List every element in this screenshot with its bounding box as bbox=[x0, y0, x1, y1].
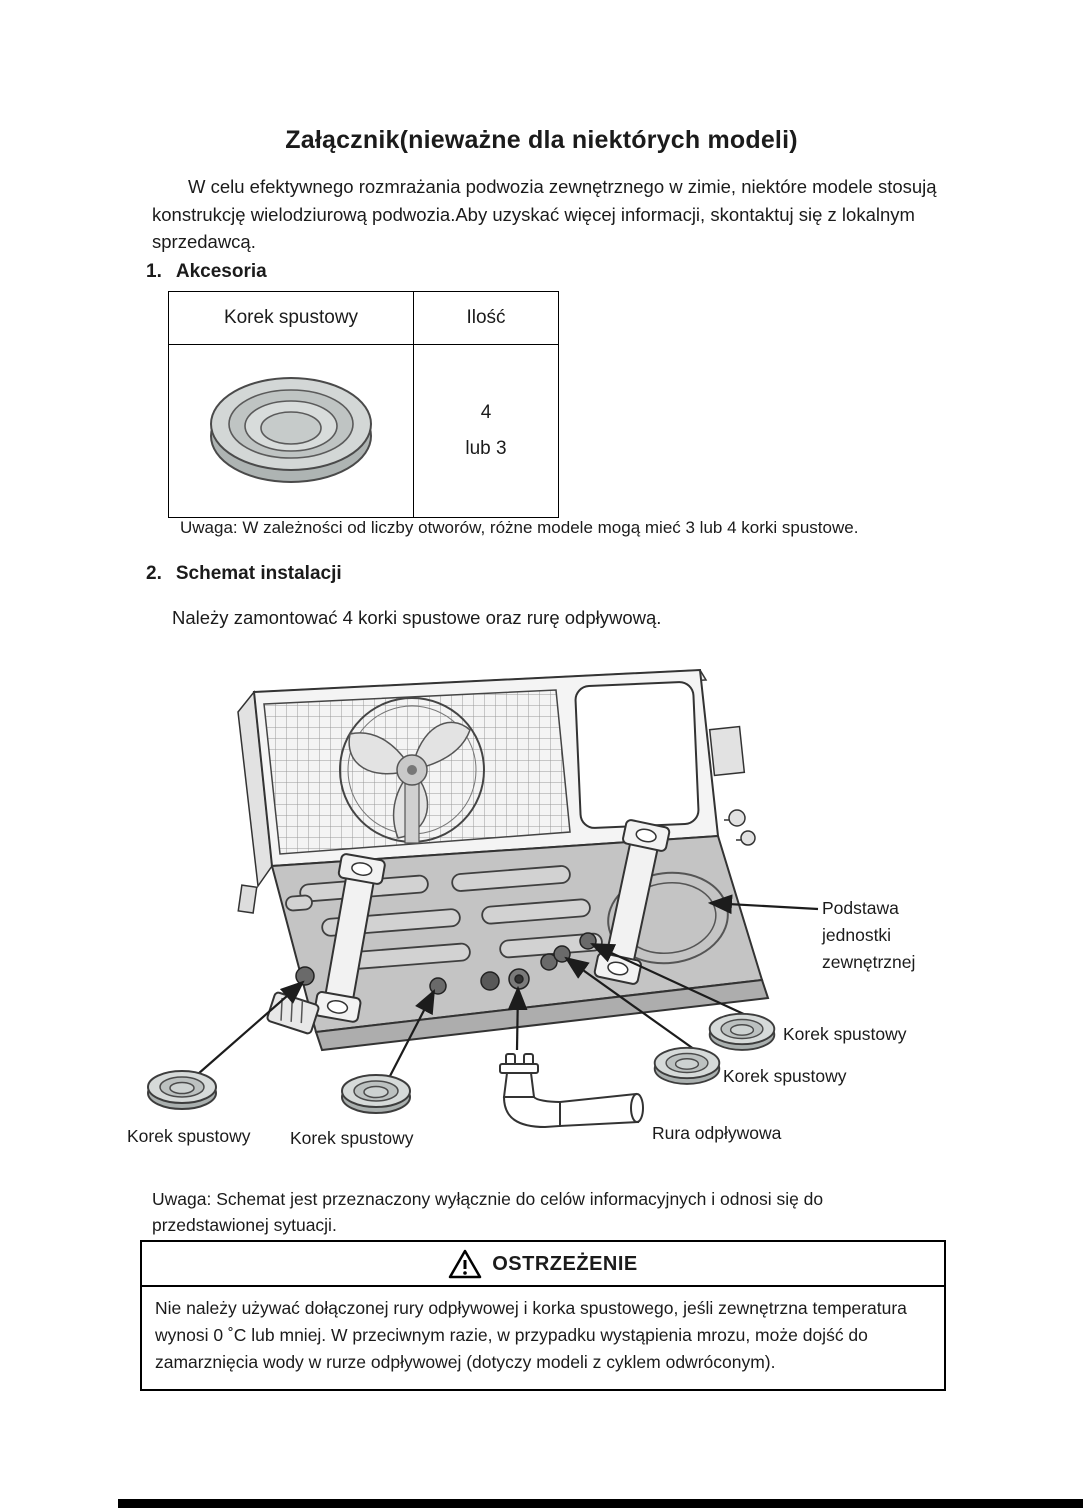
drain-holes bbox=[295, 932, 597, 995]
warning-title: OSTRZEŻENIE bbox=[492, 1252, 638, 1275]
warning-text: Nie należy używać dołączonej rury odpływ… bbox=[155, 1298, 907, 1372]
installation-instruction: Należy zamontować 4 korki spustowe oraz … bbox=[172, 607, 662, 628]
accessories-note: Uwaga: W zależności od liczby otworów, r… bbox=[180, 518, 859, 537]
warning-box: OSTRZEŻENIE Nie należy używać dołączonej… bbox=[140, 1240, 946, 1391]
diagram-note: Uwaga: Schemat jest przeznaczony wyłączn… bbox=[152, 1189, 824, 1235]
outdoor-unit-drawing bbox=[147, 668, 819, 1129]
label-drain-plug-left-inner: Korek spustowy bbox=[290, 1128, 414, 1148]
page-title: Załącznik(nieważne dla niektórych modeli… bbox=[285, 126, 798, 154]
installation-diagram: Podstawa jednostki zewnętrznej Korek spu… bbox=[0, 650, 1083, 1180]
section-label: Akcesoria bbox=[175, 261, 267, 282]
table-row: 4 lub 3 bbox=[168, 344, 559, 518]
table-header-row: Korek spustowy Ilość bbox=[168, 291, 559, 345]
unit-base bbox=[266, 819, 770, 1052]
section-label: Schemat instalacji bbox=[175, 563, 342, 584]
quantity-value: 4 bbox=[480, 402, 492, 423]
mounting-foot-left bbox=[313, 853, 386, 1023]
page-bottom-edge bbox=[118, 1499, 1083, 1508]
warning-icon bbox=[448, 1249, 482, 1279]
label-drain-plug-left-outer: Korek spustowy bbox=[127, 1126, 251, 1146]
accessories-table: Korek spustowy Ilość 4 lub 3 bbox=[168, 291, 559, 518]
intro-paragraph: W celu efektywnego rozmrażania podwozia … bbox=[152, 176, 937, 252]
callout-arrows bbox=[197, 894, 819, 1077]
warning-header: OSTRZEŻENIE bbox=[142, 1242, 944, 1287]
column-header-item: Korek spustowy bbox=[168, 291, 414, 345]
label-outdoor-unit-base: Podstawa jednostki zewnętrznej bbox=[822, 898, 916, 972]
section-heading-accessories: 1. Akcesoria bbox=[146, 261, 267, 283]
quantity-cell: 4 lub 3 bbox=[413, 344, 559, 518]
mounting-foot-right bbox=[593, 819, 671, 985]
label-drain-plug-right-upper: Korek spustowy bbox=[783, 1024, 907, 1044]
service-valves bbox=[708, 725, 756, 846]
label-drain-pipe: Rura odpływowa bbox=[652, 1123, 782, 1143]
section-heading-installation: 2. Schemat instalacji bbox=[146, 563, 342, 585]
drain-plug-grommet-icon bbox=[210, 376, 372, 483]
fan bbox=[339, 697, 485, 844]
column-header-quantity: Ilość bbox=[413, 291, 559, 345]
unit-body bbox=[237, 668, 756, 914]
quantity-alt-value: lub 3 bbox=[465, 438, 507, 459]
drain-pipe bbox=[499, 1053, 644, 1129]
section-number: 2. bbox=[146, 563, 162, 584]
label-drain-plug-right-lower: Korek spustowy bbox=[723, 1066, 847, 1086]
drain-plug-image-cell bbox=[168, 344, 414, 518]
section-number: 1. bbox=[146, 261, 162, 282]
service-panel bbox=[574, 681, 700, 829]
